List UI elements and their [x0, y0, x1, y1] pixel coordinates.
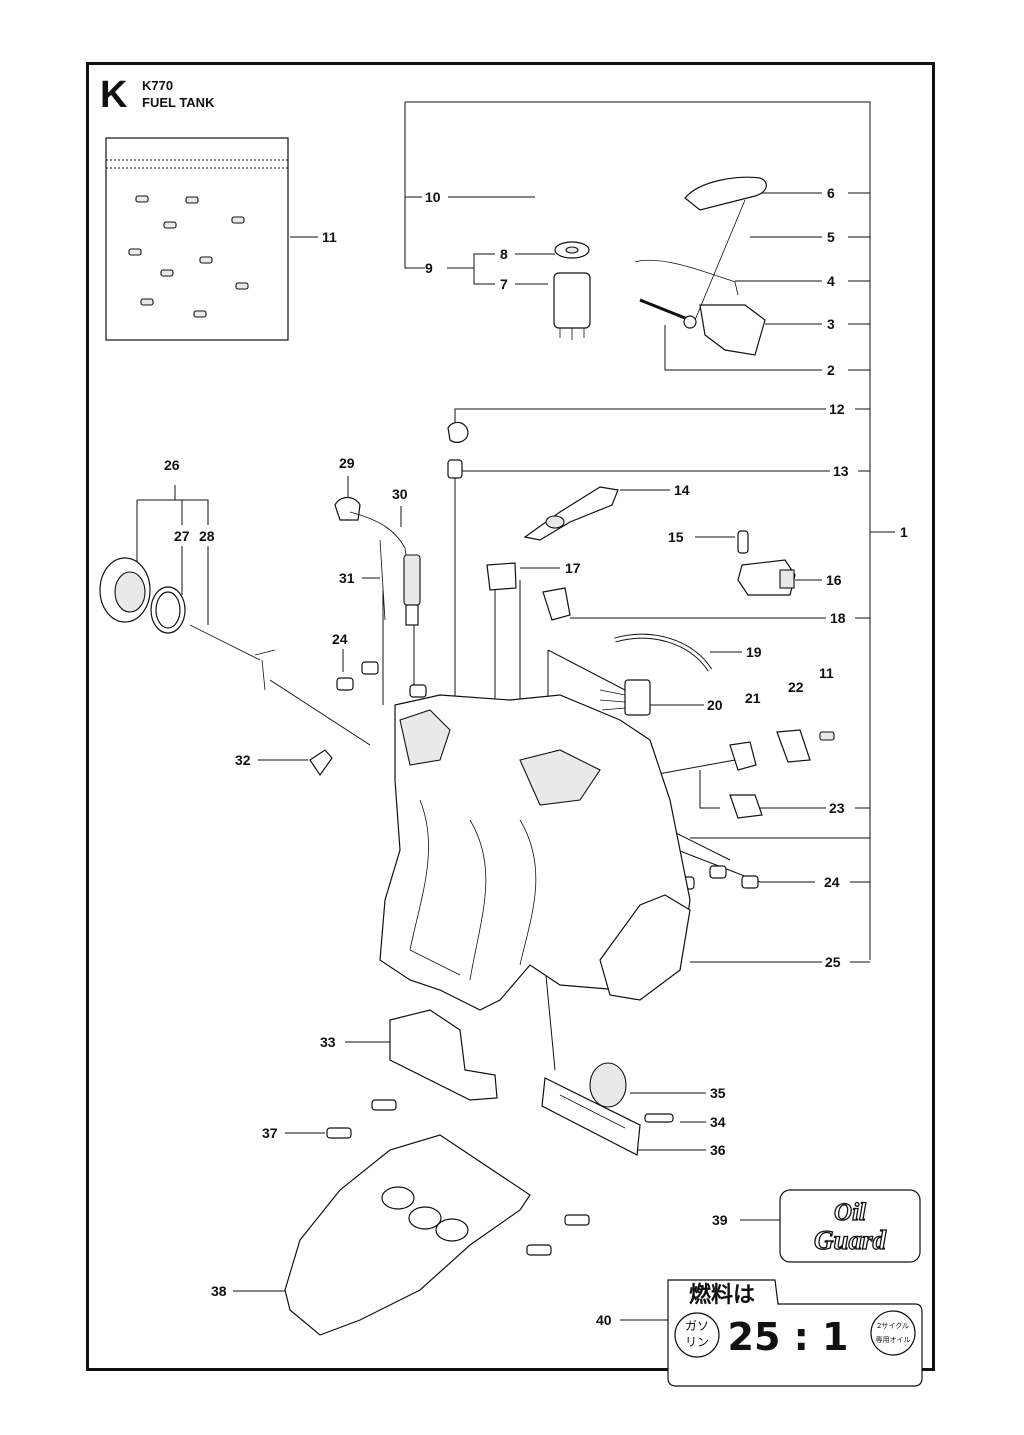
fuel-filter-7-8 — [553, 241, 591, 340]
callout-8: 8 — [500, 246, 508, 262]
callout-5: 5 — [827, 229, 835, 245]
fuel-oil-top: 2サイクル — [877, 1322, 909, 1330]
fuel-oil-bottom: 専用オイル — [876, 1335, 911, 1344]
clips-17-18 — [486, 562, 571, 621]
callout-11-bag: 11 — [322, 229, 337, 245]
model-name: K770 — [142, 78, 174, 93]
callout-38: 38 — [211, 1283, 227, 1299]
callout-40: 40 — [596, 1312, 612, 1328]
callout-9: 9 — [425, 260, 433, 276]
callout-28: 28 — [199, 528, 215, 544]
callout-12: 12 — [829, 401, 845, 417]
parts-21-22-23 — [729, 729, 835, 819]
callout-15: 15 — [668, 529, 684, 545]
callout-22: 22 — [788, 679, 804, 695]
callout-6: 6 — [827, 185, 835, 201]
callout-26: 26 — [164, 457, 180, 473]
callout-30: 30 — [392, 486, 408, 502]
callout-23: 23 — [829, 800, 845, 816]
oil-guard-line1: Oil — [834, 1199, 866, 1226]
callout-2: 2 — [827, 362, 835, 378]
callout-19: 19 — [746, 644, 762, 660]
fuel-gasoline-bottom: リン — [685, 1335, 709, 1349]
callout-34: 34 — [710, 1114, 726, 1130]
callout-32: 32 — [235, 752, 251, 768]
callout-16: 16 — [826, 572, 842, 588]
fuel-hose-10 — [498, 119, 546, 233]
callout-14: 14 — [674, 482, 690, 498]
callout-25: 25 — [825, 954, 841, 970]
callout-18: 18 — [830, 610, 846, 626]
callout-21: 21 — [745, 690, 761, 706]
callout-29: 29 — [339, 455, 355, 471]
callout-7: 7 — [500, 276, 508, 292]
oil-guard-decal: Oil Guard — [779, 1189, 921, 1263]
plate-36-spring-35-screw-34 — [541, 1062, 674, 1156]
leader-lines — [136, 101, 895, 1321]
tube-19 — [614, 633, 713, 672]
connector-20 — [599, 679, 651, 716]
fuel-ratio: 25 : 1 — [728, 1315, 849, 1359]
clip-32 — [309, 749, 333, 777]
fuel-gasoline-top: ガソ — [685, 1319, 709, 1333]
skid-plate-38 — [284, 1134, 531, 1336]
callout-3: 3 — [827, 316, 835, 332]
callout-13: 13 — [833, 463, 849, 479]
cover-25 — [599, 894, 691, 1001]
callout-33: 33 — [320, 1034, 336, 1050]
grommets-24 — [336, 661, 759, 890]
callout-35: 35 — [710, 1085, 726, 1101]
callout-17: 17 — [565, 560, 581, 576]
callout-1: 1 — [900, 524, 908, 540]
fuel-tank-body — [379, 694, 691, 1011]
primer-29-31 — [334, 496, 421, 626]
section-letter: K — [100, 74, 128, 116]
section-heading: K770 FUEL TANK — [142, 78, 214, 112]
callout-24-right: 24 — [824, 874, 840, 890]
plate-33 — [389, 1009, 498, 1101]
oil-guard-line2: Guard — [814, 1225, 887, 1255]
bolts-37 — [326, 1099, 590, 1256]
callout-31: 31 — [339, 570, 355, 586]
valve-12-13 — [447, 421, 469, 479]
callout-11-screw: 11 — [819, 665, 834, 681]
callout-24-left: 24 — [332, 631, 348, 647]
diagram-frame — [86, 62, 935, 1371]
cable-14 — [523, 486, 619, 541]
callout-27: 27 — [174, 528, 190, 544]
callout-37: 37 — [262, 1125, 278, 1141]
callout-labels: 1 2 3 4 5 6 7 8 9 10 11 11 12 13 14 15 1… — [164, 185, 908, 1328]
screw-bag-11 — [105, 137, 289, 341]
callout-36: 36 — [710, 1142, 726, 1158]
callout-4: 4 — [827, 273, 835, 289]
fuel-title: 燃料は — [689, 1282, 755, 1308]
callout-20: 20 — [707, 697, 723, 713]
screw-15-switch-16 — [737, 530, 796, 596]
section-title: FUEL TANK — [142, 94, 215, 110]
callout-10: 10 — [425, 189, 441, 205]
throttle-parts-2-6 — [634, 176, 767, 356]
fuel-cap-26-28 — [99, 557, 276, 691]
callout-39: 39 — [712, 1212, 728, 1228]
fuel-mix-decal: 燃料は ガソ リン 25 : 1 2サイクル 専用オイル — [667, 1279, 923, 1387]
